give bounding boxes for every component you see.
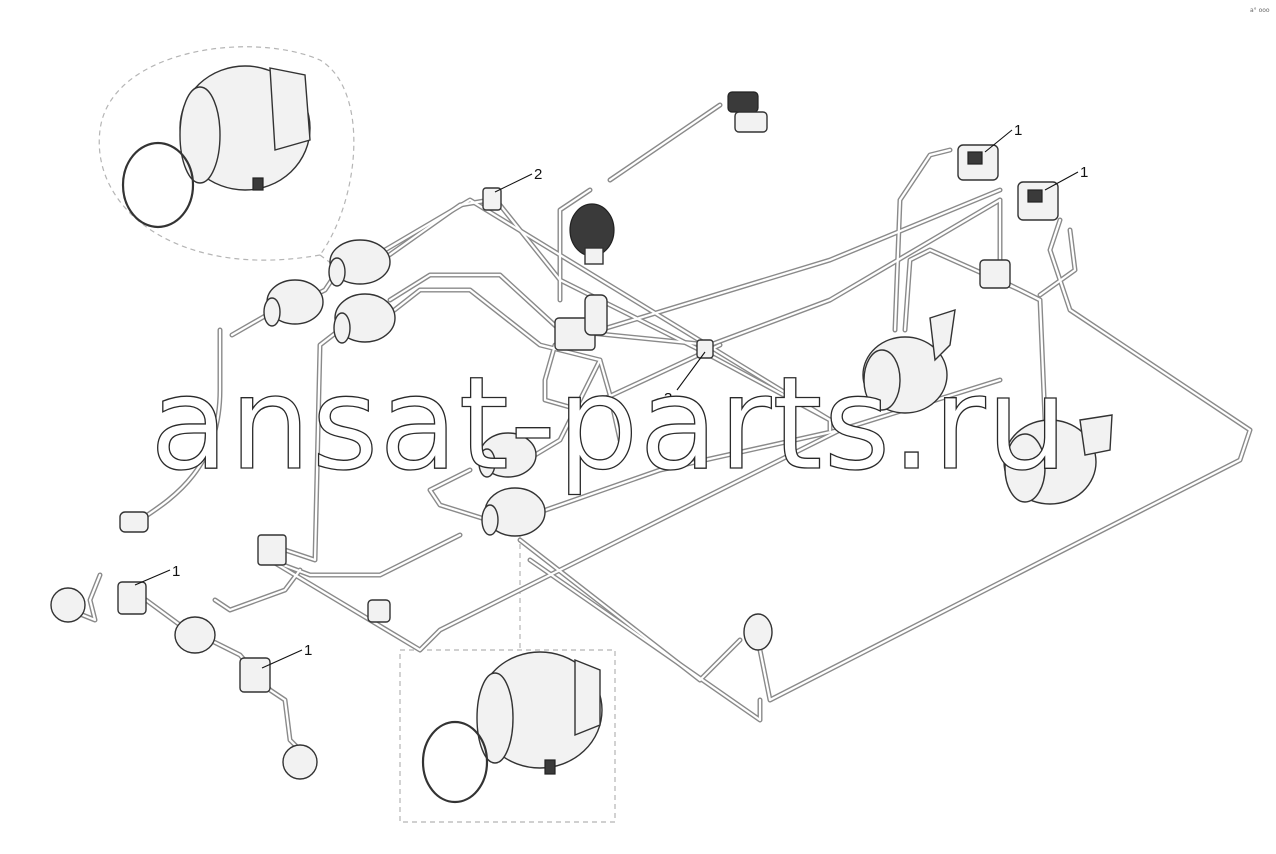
pipe-line-inner xyxy=(1038,228,1077,297)
pipe-line-inner xyxy=(268,326,344,562)
pipe-line-inner xyxy=(268,533,462,577)
air-tank-5 xyxy=(481,487,546,537)
air-tank-2 xyxy=(328,239,391,287)
corner-mark: a° ooo xyxy=(1250,7,1270,14)
air-tank-1 xyxy=(263,279,324,327)
pipe-line-inner xyxy=(543,343,722,412)
pipe-line-inner xyxy=(558,188,592,302)
pipe-line-inner xyxy=(138,328,222,522)
pipe-line-inner xyxy=(758,218,1252,702)
valve-bottom-right xyxy=(743,613,773,651)
pipe-line-inner xyxy=(608,103,722,182)
callout-label: 1 xyxy=(304,642,312,659)
callout-label: 1 xyxy=(1080,164,1088,181)
detail-air-tank-top xyxy=(121,65,311,229)
callout-2: 2 xyxy=(494,166,542,193)
pipe-line-inner xyxy=(388,273,562,332)
brake-chamber-right-2 xyxy=(1003,414,1113,505)
pipe-line-inner xyxy=(558,198,1002,347)
valve-top-right-b xyxy=(1017,181,1059,221)
compressor-unit xyxy=(569,203,615,265)
valve-left-2 xyxy=(239,657,271,693)
valve-mid-right xyxy=(979,259,1011,289)
fitting-2 xyxy=(482,187,502,211)
pipe-line-inner xyxy=(893,148,952,332)
valve-left-center xyxy=(174,616,216,654)
brake-chamber-left-rear xyxy=(282,744,318,780)
valve-top-right-a xyxy=(957,144,999,181)
detail-air-tank-bottom xyxy=(421,651,603,804)
pipe-line-outer xyxy=(892,147,953,333)
valve-bottom-center xyxy=(367,599,391,623)
pipe-network xyxy=(67,102,1253,753)
pipe-line-outer xyxy=(1037,227,1078,298)
callout-1-left-b: 1 xyxy=(261,642,312,669)
central-valve-block xyxy=(554,294,608,351)
brake-chamber-right-1 xyxy=(862,308,956,414)
pipe-line-inner xyxy=(213,568,302,612)
callout-label: 3 xyxy=(664,390,672,407)
manifold-left xyxy=(257,534,287,566)
callout-label: 2 xyxy=(534,166,542,183)
pipe-line-inner xyxy=(428,468,490,522)
watermark-text: ansat-parts.ru xyxy=(150,350,1069,499)
pipe-line-inner xyxy=(518,538,742,682)
valve-left-1 xyxy=(117,581,147,615)
pipe-line-inner xyxy=(533,358,602,457)
callout-3: 3 xyxy=(664,351,706,407)
callout-label: 1 xyxy=(1014,122,1022,139)
detail-outline-bottom xyxy=(399,649,616,823)
fitting-3 xyxy=(696,339,714,359)
callout-1-left-a: 1 xyxy=(134,563,180,586)
drain-valve-left xyxy=(119,511,149,533)
pipe-line-inner xyxy=(268,428,842,652)
air-tank-4 xyxy=(478,432,537,478)
callout-label: 1 xyxy=(172,563,180,580)
pipe-line-inner xyxy=(268,688,302,752)
pipe-line-inner xyxy=(998,198,1047,422)
electrical-connector xyxy=(727,91,768,133)
pipe-line-inner xyxy=(598,188,1002,332)
callout-1-top-b: 1 xyxy=(1044,164,1088,191)
pipe-line-outer xyxy=(382,197,493,261)
brake-chamber-left-front xyxy=(50,587,86,623)
pipe-line-inner xyxy=(528,558,762,722)
pipe-line-outer xyxy=(212,567,303,613)
callout-1-top-a: 1 xyxy=(984,122,1022,153)
air-tank-3 xyxy=(333,293,396,344)
